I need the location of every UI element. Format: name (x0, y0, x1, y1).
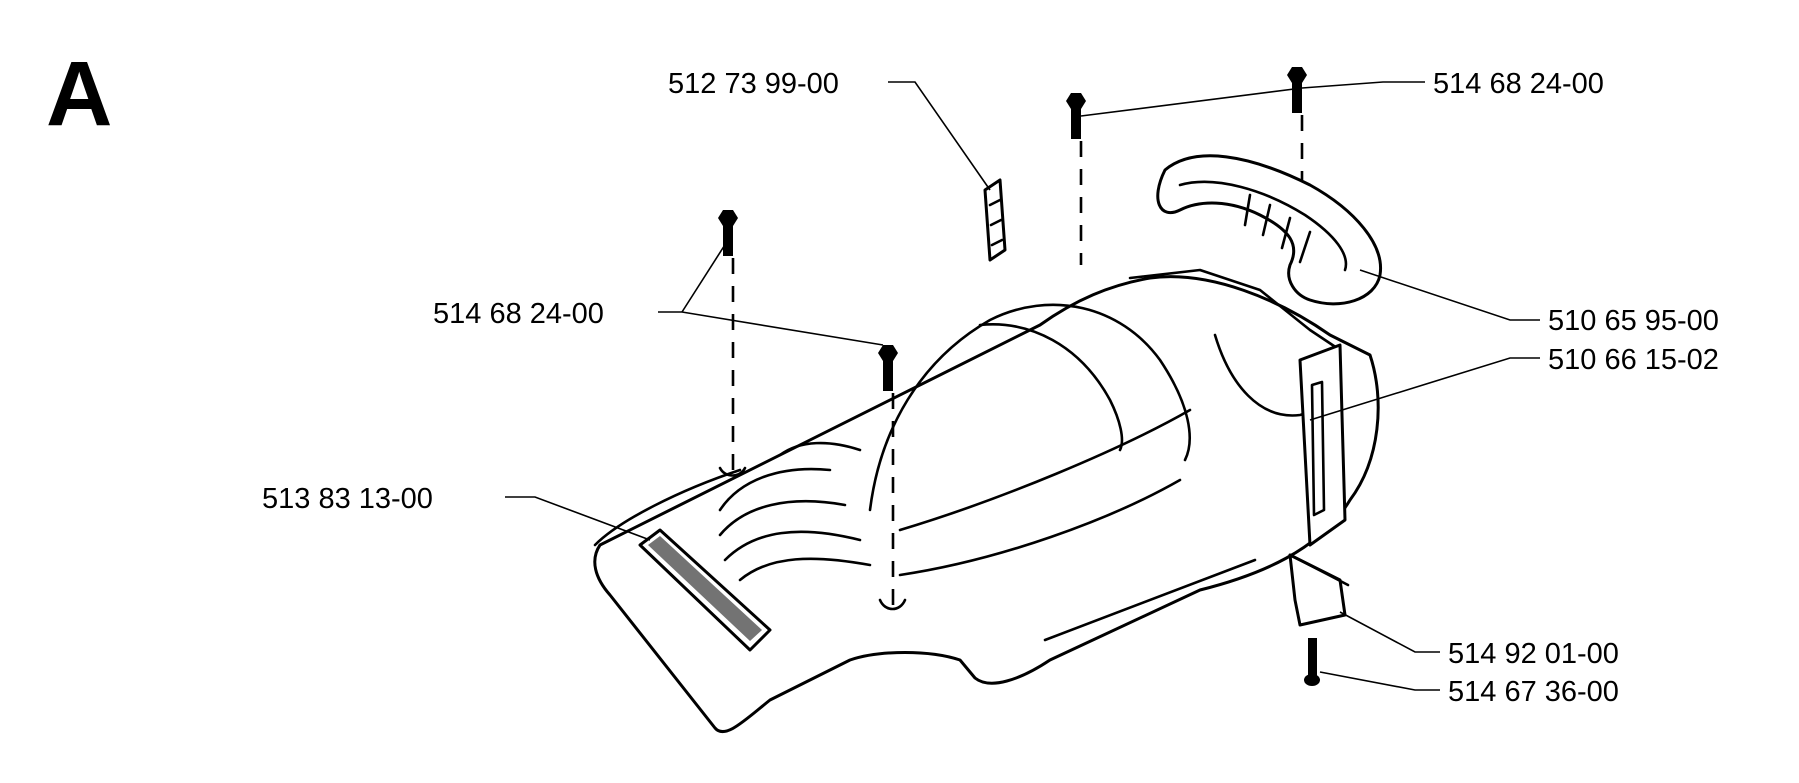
handle (1156, 154, 1383, 306)
label-plate-mesh (648, 536, 762, 641)
leader-lines (505, 81, 1540, 691)
decal (983, 178, 1007, 262)
screw-bottom-head (1304, 674, 1320, 686)
side-line-lower (1043, 558, 1257, 642)
screw-top-middle (1066, 93, 1086, 265)
screw-top-middle-head (1066, 93, 1086, 109)
side-line-upper (898, 408, 1192, 532)
leader-side-cover (1309, 357, 1540, 421)
label-plate (638, 528, 772, 652)
screw-center-head (878, 345, 898, 361)
leader-bottom-screw (1319, 671, 1440, 691)
screw-left-head (718, 210, 738, 226)
screw-top-right (1287, 67, 1307, 180)
decal-line-1 (988, 198, 1002, 207)
side-cover-panel (1298, 343, 1347, 547)
label-514-68-24-00-left: 514 68 24-00 (433, 298, 604, 330)
handle-grip-1 (1243, 193, 1252, 227)
label-513-83-13-00: 513 83 13-00 (262, 483, 433, 515)
screw-top-middle-shank (1071, 109, 1081, 139)
screw-left (718, 210, 738, 470)
screw-top-right-shank (1292, 83, 1302, 113)
part-labels: 512 73 99-00 514 68 24-00 514 68 24-00 5… (262, 68, 1719, 708)
decal-line-2 (989, 218, 1003, 227)
label-514-92-01-00: 514 92 01-00 (1448, 638, 1619, 670)
leader-screw-center (658, 311, 884, 346)
label-510-66-15-02: 510 66 15-02 (1548, 344, 1719, 376)
screw-center (878, 345, 898, 605)
foot-block (1288, 553, 1350, 627)
side-line-bottom (898, 478, 1182, 577)
leader-label-plate (505, 496, 651, 541)
front-lip (593, 468, 742, 547)
cover-dome (868, 303, 1191, 512)
leader-decal (888, 81, 991, 191)
cover-outline (593, 275, 1380, 734)
handle-inner (1178, 180, 1348, 272)
label-512-73-99-00: 512 73 99-00 (668, 68, 839, 100)
label-514-68-24-00-top: 514 68 24-00 (1433, 68, 1604, 100)
section-letter: A (46, 43, 112, 145)
label-510-65-95-00: 510 65 95-00 (1548, 305, 1719, 337)
boss-left (718, 466, 747, 477)
decal-line-3 (990, 238, 1004, 247)
boss-front (878, 598, 907, 611)
front-rib-2 (718, 499, 847, 537)
front-shoulder (778, 441, 862, 457)
handle-grip-4 (1298, 230, 1312, 264)
screw-top-right-head (1287, 67, 1307, 83)
leader-screw-top (1301, 81, 1425, 89)
handle-outline (1156, 154, 1383, 306)
leader-foot-block (1339, 611, 1440, 653)
leader-handle (1359, 269, 1540, 321)
screw-bottom (1304, 638, 1320, 686)
front-rib-4 (738, 557, 872, 582)
screw-bottom-shank (1308, 638, 1317, 676)
rear-step (1128, 268, 1342, 352)
side-cover-slot (1310, 380, 1326, 517)
screw-center-shank (883, 361, 893, 391)
foot-block-outline (1288, 553, 1347, 627)
cover-body (593, 268, 1380, 734)
front-rib-1 (718, 467, 832, 512)
leader-screw-top-middle (1080, 87, 1303, 117)
dome-ridge (978, 323, 1124, 452)
label-514-67-36-00: 514 67 36-00 (1448, 676, 1619, 708)
front-rib-3 (723, 530, 862, 562)
foot-block-top (1288, 553, 1350, 587)
handle-grip-2 (1261, 203, 1272, 237)
handle-grip-3 (1280, 216, 1292, 250)
leader-screw-left (681, 239, 729, 313)
